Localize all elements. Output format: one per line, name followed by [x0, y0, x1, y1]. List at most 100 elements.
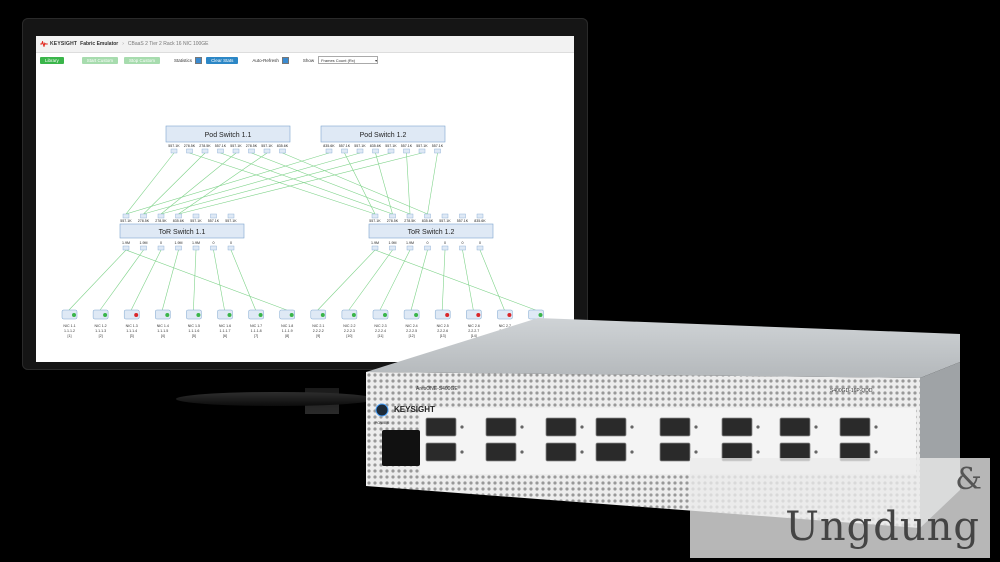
- switch-port[interactable]: [356, 148, 364, 154]
- switch-port[interactable]: [441, 245, 449, 251]
- statistics-checkbox[interactable]: [195, 56, 203, 64]
- switch-port[interactable]: [406, 213, 414, 219]
- switch-port[interactable]: [459, 245, 466, 251]
- library-button[interactable]: Library: [40, 56, 64, 64]
- stop-custom-button[interactable]: Stop Custom: [124, 56, 161, 64]
- nic-node[interactable]: [155, 309, 171, 320]
- switch-port[interactable]: [210, 245, 217, 251]
- switch-port[interactable]: [387, 148, 395, 154]
- nic-node[interactable]: [217, 309, 233, 320]
- show-select[interactable]: Frames Count (Rx) ▾: [318, 56, 379, 64]
- qsfp-port[interactable]: [545, 417, 577, 437]
- switch-port[interactable]: [389, 245, 396, 251]
- switch-port[interactable]: [424, 213, 431, 219]
- nic-node[interactable]: [310, 309, 327, 320]
- switch-port[interactable]: [441, 213, 449, 219]
- switch-port[interactable]: [232, 148, 240, 154]
- switch-port[interactable]: [157, 213, 165, 219]
- nic-node[interactable]: [341, 309, 358, 320]
- switch-port[interactable]: [140, 213, 147, 219]
- switch-port[interactable]: [157, 245, 165, 251]
- toolbar: Library Start Custom Stop Custom Statist…: [36, 54, 574, 66]
- nic-node[interactable]: [61, 309, 78, 320]
- switch-port[interactable]: [341, 148, 348, 154]
- switch-port[interactable]: [403, 148, 410, 154]
- qsfp-port[interactable]: [595, 442, 627, 462]
- link-line: [441, 249, 446, 311]
- port-rate-label: 557.1K: [457, 219, 469, 223]
- switch-port[interactable]: [371, 213, 379, 219]
- switch-port[interactable]: [389, 213, 396, 219]
- switch-port[interactable]: [371, 245, 379, 251]
- auto-refresh-checkbox[interactable]: [281, 56, 289, 64]
- qsfp-port[interactable]: [595, 417, 627, 437]
- switch-port[interactable]: [210, 213, 217, 219]
- switch-port[interactable]: [122, 245, 130, 251]
- qsfp-port[interactable]: [839, 417, 871, 437]
- switch-port[interactable]: [434, 148, 441, 154]
- switch-port[interactable]: [476, 213, 484, 219]
- nic-node[interactable]: [466, 309, 482, 320]
- tor-switch-box[interactable]: [368, 223, 494, 239]
- nic-node[interactable]: [497, 309, 513, 320]
- switch-port[interactable]: [192, 245, 200, 251]
- qsfp-port[interactable]: [485, 417, 517, 437]
- switch-port[interactable]: [424, 245, 431, 251]
- nic-ip: 2.2.2.6: [437, 329, 448, 333]
- switch-port[interactable]: [122, 213, 130, 219]
- nic-node[interactable]: [186, 309, 202, 320]
- switch-port[interactable]: [227, 213, 235, 219]
- qsfp-port[interactable]: [425, 442, 457, 462]
- switch-port[interactable]: [175, 213, 182, 219]
- switch-port[interactable]: [459, 213, 466, 219]
- switch-port[interactable]: [263, 148, 271, 154]
- watermark: & Ungdung: [690, 458, 990, 558]
- switch-port[interactable]: [192, 213, 200, 219]
- qsfp-port[interactable]: [545, 442, 577, 462]
- switch-port[interactable]: [418, 148, 426, 154]
- tor-switch-box[interactable]: [119, 223, 245, 239]
- link-line: [125, 249, 287, 311]
- nic-ip: 1.1.1.5: [157, 329, 168, 333]
- qsfp-port[interactable]: [721, 417, 753, 437]
- nic-node[interactable]: [92, 309, 109, 320]
- port-led: [630, 450, 634, 454]
- qsfp-port[interactable]: [425, 417, 457, 437]
- port-rate-label: 835.6K: [173, 219, 185, 223]
- power-button[interactable]: [375, 403, 389, 417]
- watermark-amp: &: [955, 462, 982, 497]
- link-line: [375, 152, 393, 215]
- switch-port[interactable]: [476, 245, 484, 251]
- nic-name: NIC 1.3: [126, 324, 138, 328]
- title-bar: KEYSIGHT Fabric Emulator › CBaaS 2 Tier …: [36, 36, 574, 53]
- switch-port[interactable]: [325, 148, 333, 154]
- switch-port[interactable]: [175, 245, 182, 251]
- breadcrumb[interactable]: CBaaS 2 Tier 2 Rack 16 NIC 100GE: [127, 41, 209, 47]
- nic-node[interactable]: [434, 309, 451, 320]
- pod-switch-box[interactable]: [165, 125, 291, 143]
- nic-node[interactable]: [123, 309, 140, 320]
- qsfp-port[interactable]: [659, 417, 691, 437]
- switch-port[interactable]: [406, 245, 414, 251]
- switch-port[interactable]: [140, 245, 147, 251]
- pod-switch-box[interactable]: [320, 125, 446, 143]
- qsfp-port[interactable]: [485, 442, 517, 462]
- nic-node[interactable]: [403, 309, 420, 320]
- nic-status-dot: [165, 313, 170, 317]
- switch-port[interactable]: [248, 148, 255, 154]
- switch-port[interactable]: [201, 148, 209, 154]
- switch-port[interactable]: [372, 148, 379, 154]
- qsfp-port[interactable]: [779, 417, 811, 437]
- start-custom-button[interactable]: Start Custom: [81, 56, 119, 64]
- nic-node[interactable]: [279, 309, 295, 320]
- switch-port[interactable]: [217, 148, 224, 154]
- link-line: [68, 249, 127, 311]
- switch-port[interactable]: [170, 148, 178, 154]
- switch-port[interactable]: [227, 245, 235, 251]
- nic-node[interactable]: [248, 309, 264, 320]
- clear-stats-button[interactable]: Clear Stats: [206, 56, 239, 64]
- switch-port[interactable]: [279, 148, 286, 154]
- switch-port[interactable]: [186, 148, 193, 154]
- qsfp-port[interactable]: [659, 442, 691, 462]
- nic-node[interactable]: [372, 309, 389, 320]
